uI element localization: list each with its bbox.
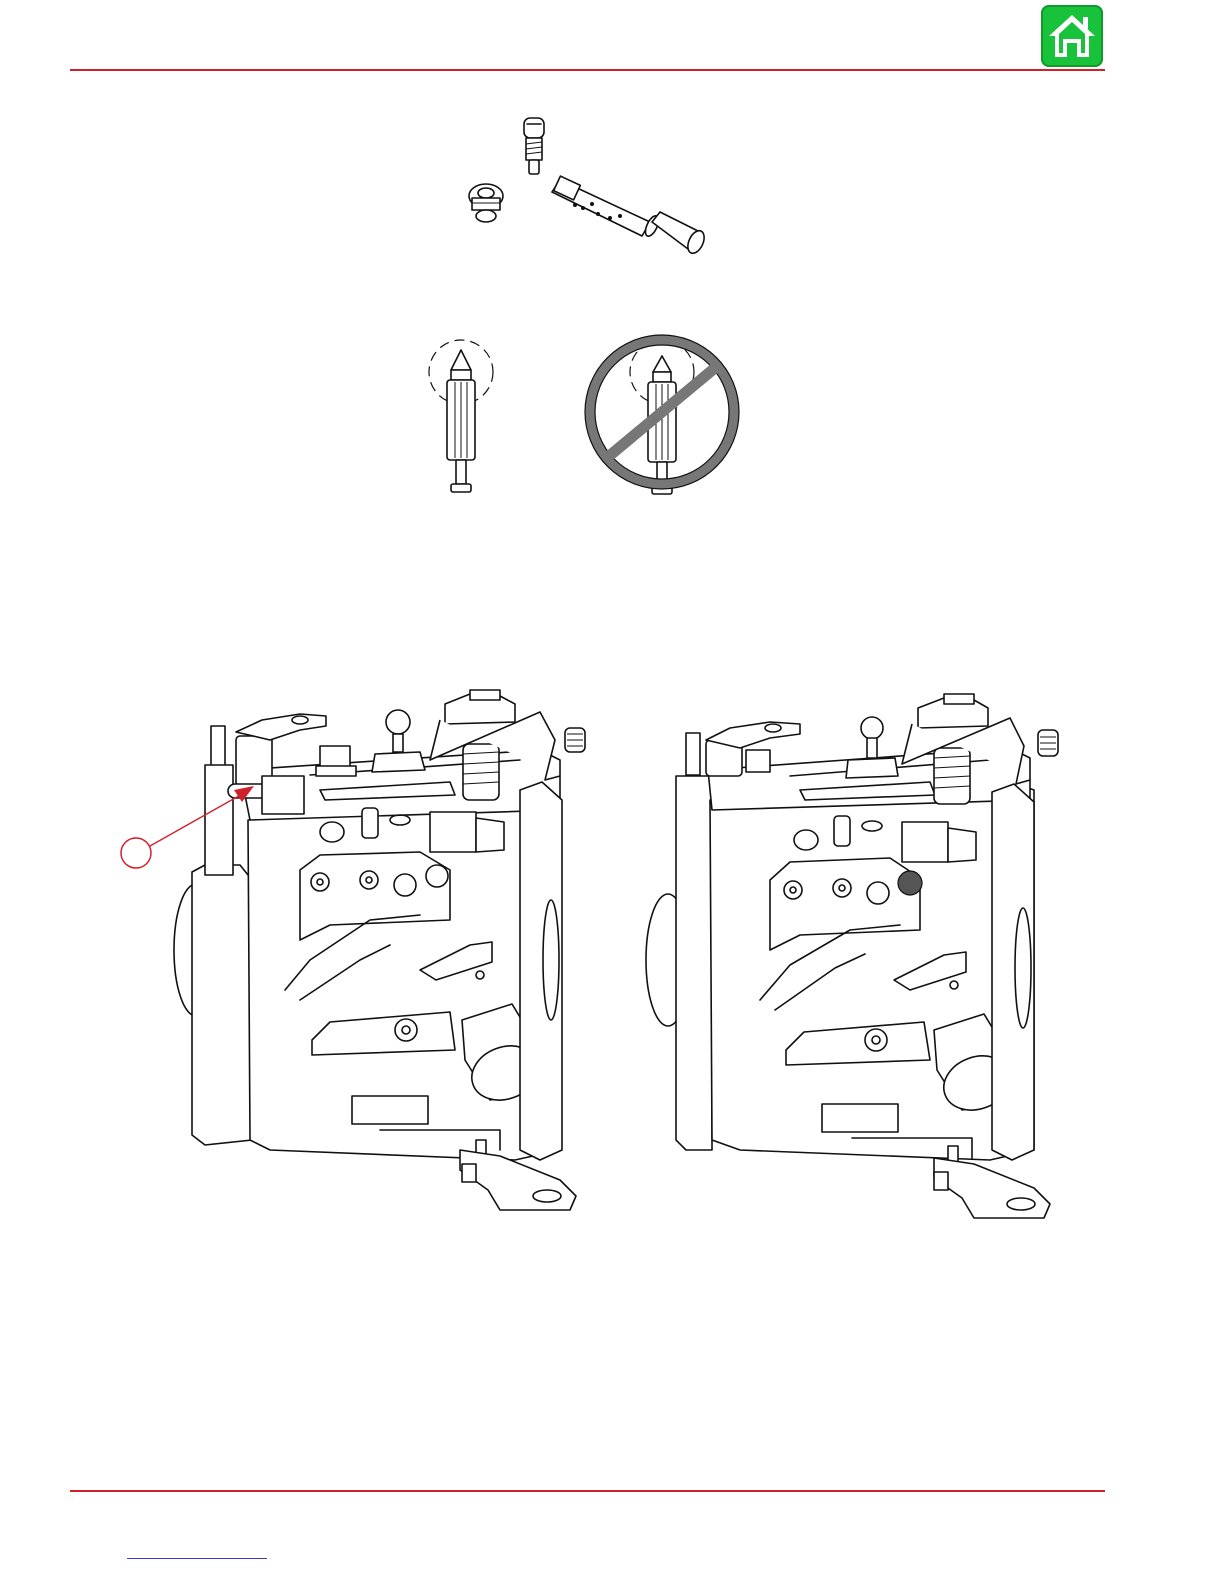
needle-good-icon: [429, 340, 493, 492]
footer-link-underline[interactable]: [127, 1558, 267, 1559]
jet-parts-figure: [469, 118, 707, 256]
jet-icon: [469, 184, 503, 222]
footer-divider: [70, 1490, 1105, 1492]
pilot-screw-icon: [524, 118, 544, 174]
needle-comparison-figure: [429, 335, 739, 494]
emulsion-tube-icon: [552, 176, 707, 256]
carburetor-left: [121, 690, 585, 1210]
carburetor-right: [646, 694, 1058, 1218]
needle-worn-icon: [585, 335, 739, 494]
carburetor-views-figure: [121, 690, 1058, 1218]
highlighted-plug: [898, 871, 922, 895]
callout-circle: [121, 838, 151, 868]
